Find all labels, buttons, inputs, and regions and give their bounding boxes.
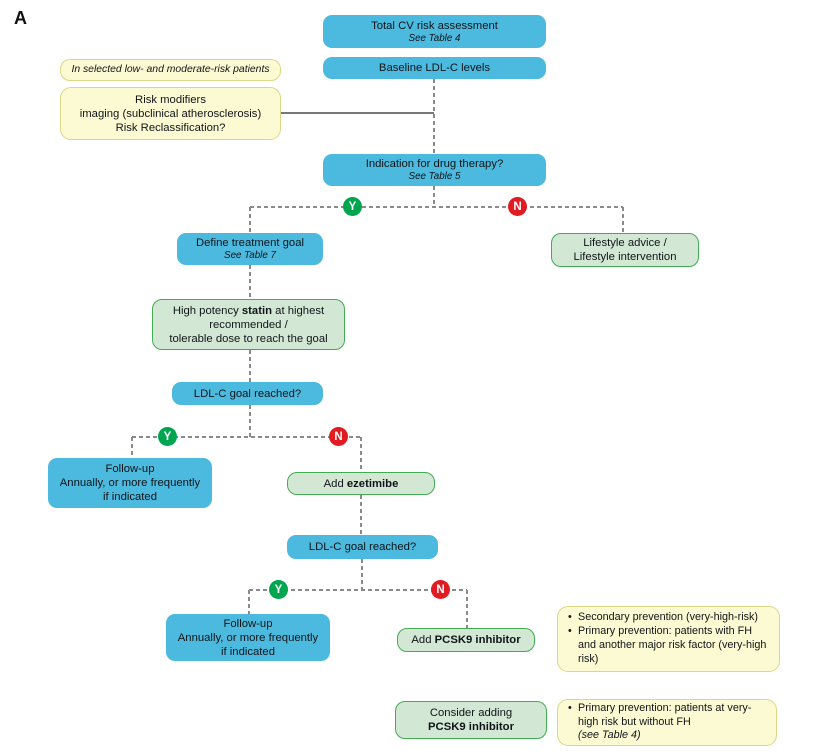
node-lifestyle-advice: Lifestyle advice / Lifestyle interventio… [551,233,699,267]
connector-indication-down [433,186,435,208]
node-define-goal-subtitle: See Table 7 [224,250,276,262]
node-total-cv-risk-title: Total CV risk assessment [371,19,498,32]
node-consider-pcsk9-line2: PCSK9 inhibitor [428,721,514,733]
note-pcsk9-bullet-1: Secondary prevention (very-high-risk) [567,611,758,625]
yes-badge-1-label: Y [348,200,357,213]
connector-ezetimibe-to-ldl2 [360,495,362,536]
no-badge-1-label: N [513,200,522,213]
node-statin-line1-bold: statin [241,304,273,317]
node-add-ezetimibe-bold: ezetimibe [346,477,399,490]
yes-badge-2: Y [158,427,177,446]
node-followup-2: Follow-up Annually, or more frequently i… [166,614,330,661]
note-pcsk9-bullet-2: Primary prevention: patients with FH and… [567,625,773,666]
node-add-ezetimibe-text: Add ezetimibe [324,477,399,491]
node-followup-1-line1: Follow-up [105,463,155,475]
node-ldl-goal-1-title: LDL-C goal reached? [193,387,302,400]
node-statin-line2: recommended / [209,318,288,331]
node-high-potency-statin: High potency statin at highest recommend… [152,299,345,350]
node-add-pcsk9-bold: PCSK9 inhibitor [434,634,521,646]
yes-badge-3: Y [269,580,288,599]
connector-branch1-yes-down [249,207,251,234]
node-statin-line1-pre: High potency [172,304,242,317]
node-total-cv-risk: Total CV risk assessment See Table 4 [323,15,546,48]
node-followup-1-line2: Annually, or more frequently [59,477,201,489]
connector-branch3-no-down [466,590,468,629]
node-statin-line3: tolerable dose to reach the goal [169,332,328,345]
no-badge-2-label: N [334,430,343,443]
yes-badge-3-label: Y [274,583,283,596]
connector-branch2-horizontal [132,436,361,438]
note-selected-patients-text: In selected low- and moderate-risk patie… [71,63,270,75]
panel-label: A [14,8,27,28]
node-add-pcsk9-pre: Add [411,634,435,646]
connector-branch1-no-down [622,207,624,234]
node-followup-2-line2: Annually, or more frequently [177,631,319,644]
note-consider-pcsk9-indication: Primary prevention: patients at very-hig… [557,699,777,746]
node-consider-pcsk9-line1: Consider adding [429,707,513,719]
node-indication-title: Indication for drug therapy? [365,158,504,171]
node-define-treatment-goal: Define treatment goal See Table 7 [177,233,323,265]
node-risk-modifiers-line1: Risk modifiers [135,93,206,106]
node-risk-modifiers-line3: Risk Reclassification? [115,121,226,134]
connector-ldl2-down [361,559,363,591]
connector-statin-to-ldl1 [249,350,251,383]
node-indication-drug-therapy: Indication for drug therapy? See Table 5 [323,154,546,186]
node-statin-line1-post: at highest [272,304,325,317]
connector-branch3-yes-down [248,590,250,615]
yes-badge-1: Y [343,197,362,216]
node-risk-modifiers-line2: imaging (subclinical atherosclerosis) [79,107,262,120]
node-add-ezetimibe-pre: Add [323,477,347,490]
note-consider-bullet-1: Primary prevention: patients at very-hig… [567,702,770,743]
node-add-ezetimibe: Add ezetimibe [287,472,435,495]
node-define-goal-title: Define treatment goal [195,237,304,250]
connector-define-to-statin [249,265,251,300]
note-consider-see-table: (see Table 4) [578,729,641,742]
node-indication-subtitle: See Table 5 [408,171,461,183]
node-lifestyle-line1: Lifestyle advice / [583,237,667,249]
node-followup-1-line3: if indicated [102,491,157,503]
node-statin-line1: High potency statin at highest [173,304,324,318]
node-add-pcsk9-text: Add PCSK9 inhibitor [411,633,520,647]
no-badge-3-label: N [436,583,445,596]
note-consider-bullet-1-text: Primary prevention: patients at very-hig… [578,701,752,728]
connector-branch2-no-down [360,437,362,473]
node-ldl-goal-reached-1: LDL-C goal reached? [172,382,323,405]
node-followup-2-line1: Follow-up [223,617,273,630]
note-pcsk9-indications: Secondary prevention (very-high-risk) Pr… [557,606,780,672]
no-badge-1: N [508,197,527,216]
connector-branch1-horizontal [250,206,623,208]
node-baseline-ldl: Baseline LDL-C levels [323,57,546,79]
connector-ldl1-down [249,405,251,437]
connector-baseline-to-indication [433,79,435,154]
connector-riskmod-to-main [281,112,434,114]
yes-badge-2-label: Y [163,430,172,443]
no-badge-3: N [431,580,450,599]
node-ldl-goal-2-title: LDL-C goal reached? [308,541,417,553]
node-total-cv-risk-subtitle: See Table 4 [408,32,461,44]
node-risk-modifiers: Risk modifiers imaging (subclinical athe… [60,87,281,140]
note-selected-patients: In selected low- and moderate-risk patie… [60,59,281,81]
connector-branch3-horizontal [249,589,467,591]
node-add-pcsk9: Add PCSK9 inhibitor [397,628,535,652]
connector-branch2-yes-down [131,437,133,459]
node-consider-pcsk9: Consider adding PCSK9 inhibitor [395,701,547,739]
node-followup-2-line3: if indicated [220,645,275,658]
node-ldl-goal-reached-2: LDL-C goal reached? [287,535,438,559]
no-badge-2: N [329,427,348,446]
node-lifestyle-line2: Lifestyle intervention [573,251,677,263]
node-followup-1: Follow-up Annually, or more frequently i… [48,458,212,508]
node-baseline-ldl-title: Baseline LDL-C levels [378,62,491,74]
